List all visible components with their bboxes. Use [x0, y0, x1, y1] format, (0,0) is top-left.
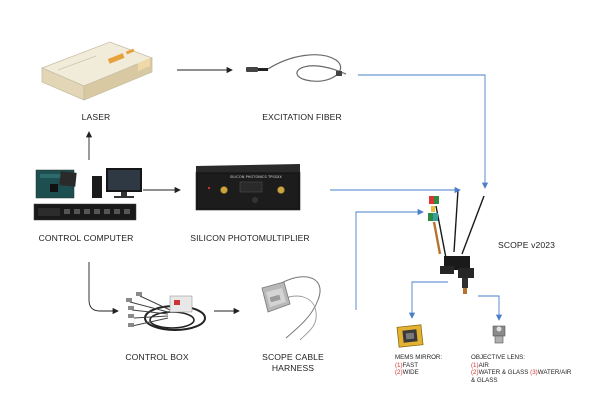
- harness-label-line2: HARNESS: [271, 363, 315, 373]
- objective-option-1: (1)AIR: [471, 362, 581, 370]
- control-box-image: [126, 292, 206, 331]
- photomultiplier-faceplate-text: SILICON PHOTONICS TPSSXX: [230, 175, 282, 179]
- laser-label: LASER: [81, 112, 111, 122]
- harness-label: SCOPE CABLE HARNESS: [262, 352, 324, 374]
- harness-image: [261, 276, 321, 341]
- mems-option-2: (2)WIDE: [395, 369, 442, 377]
- mems-option-1-text: FAST: [402, 361, 419, 369]
- control-box-label: CONTROL BOX: [125, 352, 189, 362]
- connector-lines: [330, 74, 503, 321]
- objective-option-2-text: WATER & GLASS: [478, 369, 529, 377]
- laser-device-image: [40, 41, 154, 101]
- objective-option-3-text: WATER/AIR: [537, 369, 572, 377]
- objective-option-2-num: (2): [471, 369, 479, 377]
- objective-option-2-3: (2)WATER & GLASS (3)WATER/AIR: [471, 369, 581, 377]
- mems-caption: MEMS MIRROR: (1)FAST (2)WIDE: [395, 354, 442, 377]
- excitation-fiber-image: [246, 54, 347, 82]
- scope-label: SCOPE v2023: [498, 240, 555, 250]
- mems-option-2-num: (2): [395, 369, 403, 377]
- objective-option-1-text: AIR: [478, 361, 489, 369]
- arrow-computer-to-control-box: [88, 262, 119, 315]
- mems-option-2-text: WIDE: [402, 369, 419, 377]
- objective-option-3-num: (3): [530, 369, 538, 377]
- objective-option-1-num: (1): [471, 361, 479, 369]
- control-computer-image: [33, 168, 142, 221]
- mems-option-1-num: (1): [395, 361, 403, 369]
- objective-caption: OBJECTIVE LENS: (1)AIR (2)WATER & GLASS …: [471, 354, 581, 384]
- objective-title: OBJECTIVE LENS:: [471, 354, 525, 361]
- silicon-photomultiplier-label: SILICON PHOTOMULTIPLIER: [190, 233, 310, 243]
- control-computer-label: CONTROL COMPUTER: [38, 233, 134, 243]
- mems-chip-image: [396, 324, 424, 348]
- excitation-fiber-label: EXCITATION FIBER: [262, 112, 342, 122]
- photomultiplier-image: [195, 164, 301, 211]
- objective-lens-image: [492, 325, 506, 344]
- scope-image: [428, 189, 485, 294]
- objective-option-3-cont: & GLASS: [471, 376, 498, 384]
- harness-label-line1: SCOPE CABLE: [262, 352, 324, 362]
- mems-title: MEMS MIRROR:: [395, 354, 443, 361]
- mems-option-1: (1)FAST: [395, 362, 442, 370]
